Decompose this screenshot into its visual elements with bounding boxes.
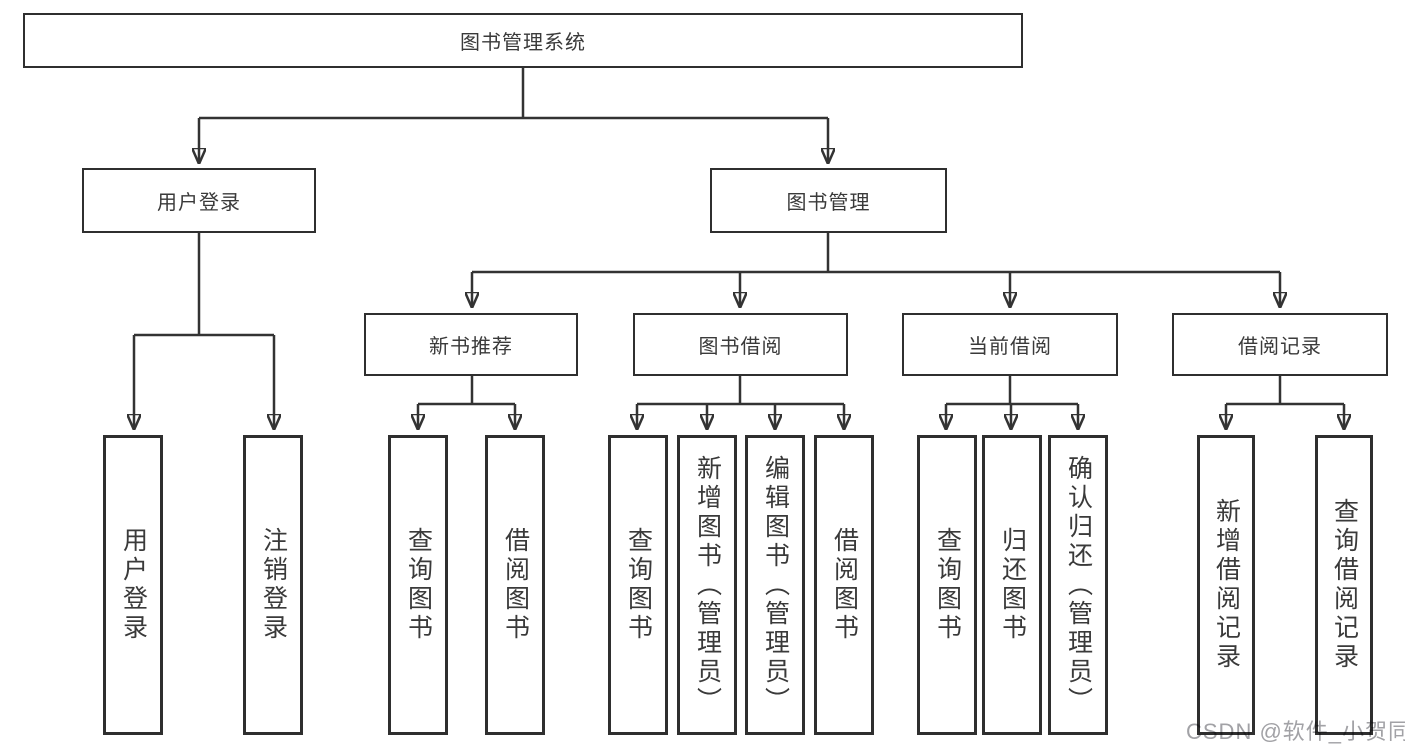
node-book-management-label: 图书管理 xyxy=(786,192,871,214)
connector-bookmgmt-branch xyxy=(472,233,1280,274)
leaf-current-return-books-label: 归还图书 xyxy=(998,527,1027,643)
watermark: CSDN @软件_小贺同学 xyxy=(1186,719,1405,744)
leaf-user-login-label: 用户登录 xyxy=(119,527,148,643)
leaf-borrow-borrow-books: 借阅图书 xyxy=(814,435,874,735)
leaf-logout-label: 注销登录 xyxy=(259,527,288,643)
leaf-borrow-query-books-label: 查询图书 xyxy=(624,527,653,643)
node-book-management: 图书管理 xyxy=(710,168,947,233)
leaf-current-return-books: 归还图书 xyxy=(982,435,1042,735)
node-current-borrow: 当前借阅 xyxy=(902,313,1118,376)
node-new-book-recommend: 新书推荐 xyxy=(364,313,578,376)
node-borrow-record: 借阅记录 xyxy=(1172,313,1388,376)
node-user-login-label: 用户登录 xyxy=(157,192,241,214)
leaf-borrow-add-books-admin: 新增图书（管理员） xyxy=(677,435,737,735)
leaf-current-query-books: 查询图书 xyxy=(917,435,977,735)
leaf-record-add-borrow-record: 新增借阅记录 xyxy=(1197,435,1255,735)
node-user-login: 用户登录 xyxy=(82,168,316,233)
leaf-current-query-books-label: 查询图书 xyxy=(933,527,962,643)
leaf-newrec-borrow-books: 借阅图书 xyxy=(485,435,545,735)
connector-root-to-level2 xyxy=(199,68,828,120)
leaf-current-confirm-return-admin-label: 确认归还（管理员） xyxy=(1064,454,1093,716)
leaf-borrow-edit-books-admin: 编辑图书（管理员） xyxy=(745,435,805,735)
leaf-newrec-query-books: 查询图书 xyxy=(388,435,448,735)
leaf-borrow-add-books-admin-label: 新增图书（管理员） xyxy=(693,454,722,716)
leaf-borrow-query-books: 查询图书 xyxy=(608,435,668,735)
connector-currentborrow-branch xyxy=(946,376,1078,406)
leaf-record-query-borrow-record-label: 查询借阅记录 xyxy=(1330,498,1359,672)
connector-bookborrow-branch xyxy=(637,376,844,406)
leaf-record-add-borrow-record-label: 新增借阅记录 xyxy=(1212,498,1241,672)
leaf-borrow-edit-books-admin-label: 编辑图书（管理员） xyxy=(761,454,790,716)
node-borrow-record-label: 借阅记录 xyxy=(1238,336,1322,358)
connector-borrowrecord-branch xyxy=(1226,376,1344,406)
node-new-book-recommend-label: 新书推荐 xyxy=(429,336,513,358)
node-current-borrow-label: 当前借阅 xyxy=(968,336,1052,358)
leaf-borrow-borrow-books-label: 借阅图书 xyxy=(830,527,859,643)
leaf-user-login: 用户登录 xyxy=(103,435,163,735)
leaf-newrec-query-books-label: 查询图书 xyxy=(404,527,433,643)
node-root-system: 图书管理系统 xyxy=(23,13,1023,68)
connector-userlogin-branch xyxy=(134,233,274,337)
leaf-logout: 注销登录 xyxy=(243,435,303,735)
node-root-label: 图书管理系统 xyxy=(460,32,586,54)
connector-newbookrec-branch xyxy=(418,376,515,406)
leaf-record-query-borrow-record: 查询借阅记录 xyxy=(1315,435,1373,735)
leaf-newrec-borrow-books-label: 借阅图书 xyxy=(501,527,530,643)
leaf-current-confirm-return-admin: 确认归还（管理员） xyxy=(1048,435,1108,735)
node-book-borrow: 图书借阅 xyxy=(633,313,848,376)
node-book-borrow-label: 图书借阅 xyxy=(698,336,783,358)
